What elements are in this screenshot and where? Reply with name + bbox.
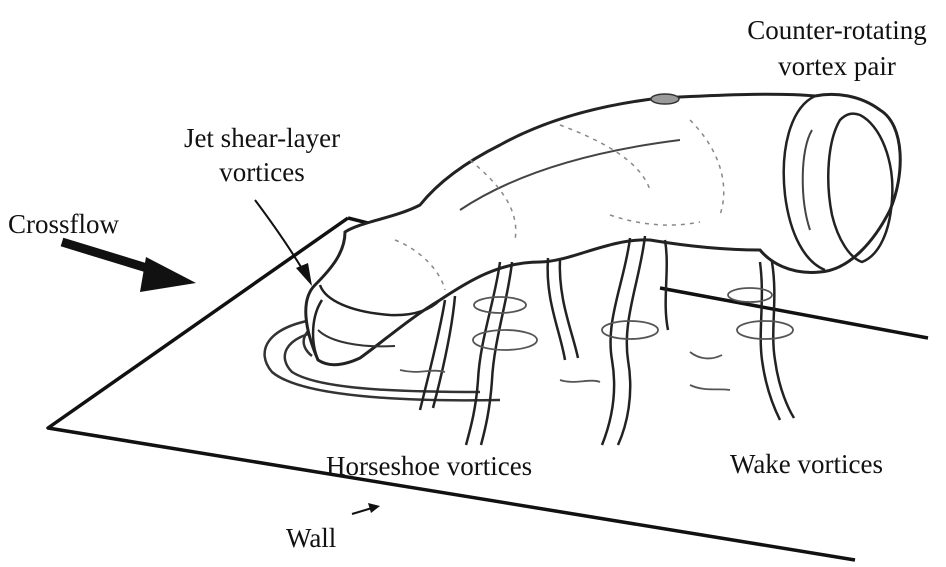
jet-plume xyxy=(306,94,900,365)
wall-pointer-arrow xyxy=(352,503,380,514)
counter-rotating-vortex-pair-label-line1: Counter-rotating xyxy=(732,14,942,47)
crossflow-arrow xyxy=(62,242,196,292)
horseshoe-vortices-label: Horseshoe vortices xyxy=(326,450,532,483)
wake-vortices-label: Wake vortices xyxy=(730,448,883,481)
counter-rotating-vortex-pair-label-line2: vortex pair xyxy=(732,50,942,83)
jet-shear-layer-label-line2: vortices xyxy=(152,156,372,189)
jet-shear-layer-label-line1: Jet shear-layer xyxy=(152,122,372,155)
jet-shear-layer-leader xyxy=(255,200,312,286)
crossflow-label: Crossflow xyxy=(8,208,119,241)
wall-label: Wall xyxy=(286,522,336,555)
